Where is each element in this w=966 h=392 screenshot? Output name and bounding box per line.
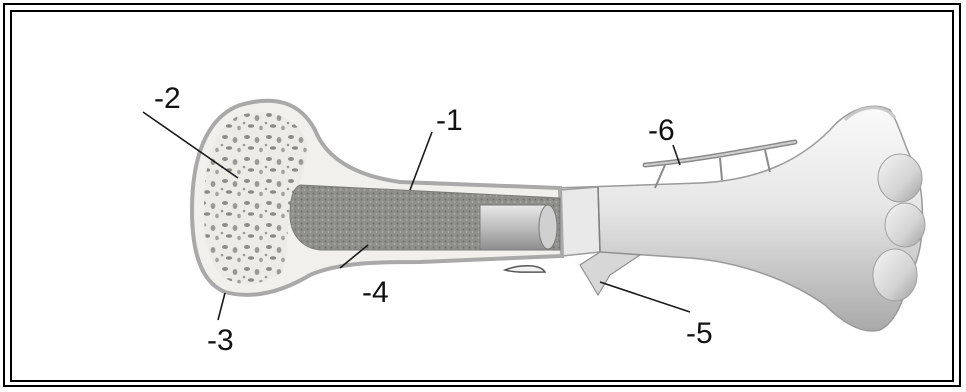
bone-sectioned [192,101,562,295]
marrow-cylinder [480,205,548,250]
bone-shaft-intact [555,106,925,331]
label-4: -4 [362,276,389,309]
leader-line-5 [600,282,690,312]
label-2: -2 [154,82,181,115]
label-5: -5 [686,317,713,350]
label-3: -3 [207,324,234,357]
label-6: -6 [648,114,675,147]
leader-line-3 [218,293,225,320]
label-1: -1 [436,104,463,137]
